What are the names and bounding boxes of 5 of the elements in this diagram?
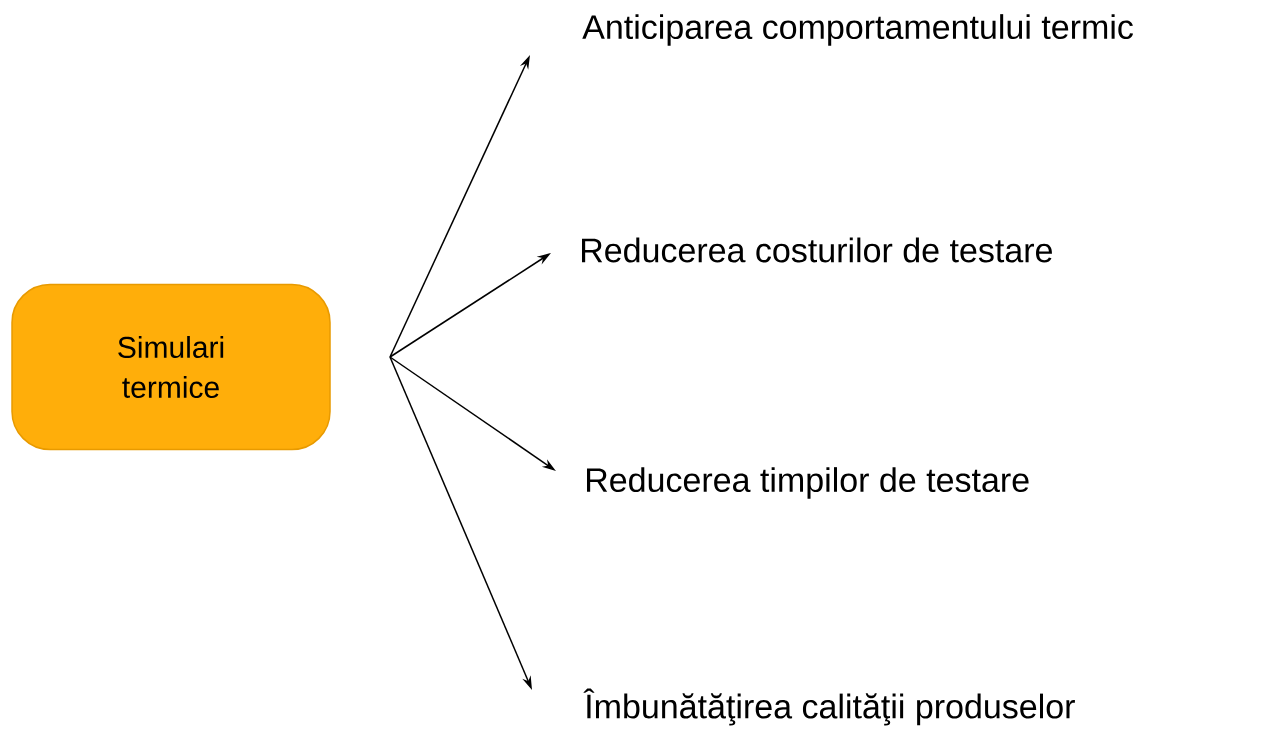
item-text: Reducerea costurilor de testare <box>582 237 1052 263</box>
item-text: Anticiparea comportamentului termic <box>582 14 1133 46</box>
item-text: Reducerea timpilor de testare <box>587 467 1029 499</box>
rounded-box: Simulari termice <box>11 283 331 451</box>
item-text: Îmbunătăţirea calităţii produselor <box>583 688 1075 726</box>
